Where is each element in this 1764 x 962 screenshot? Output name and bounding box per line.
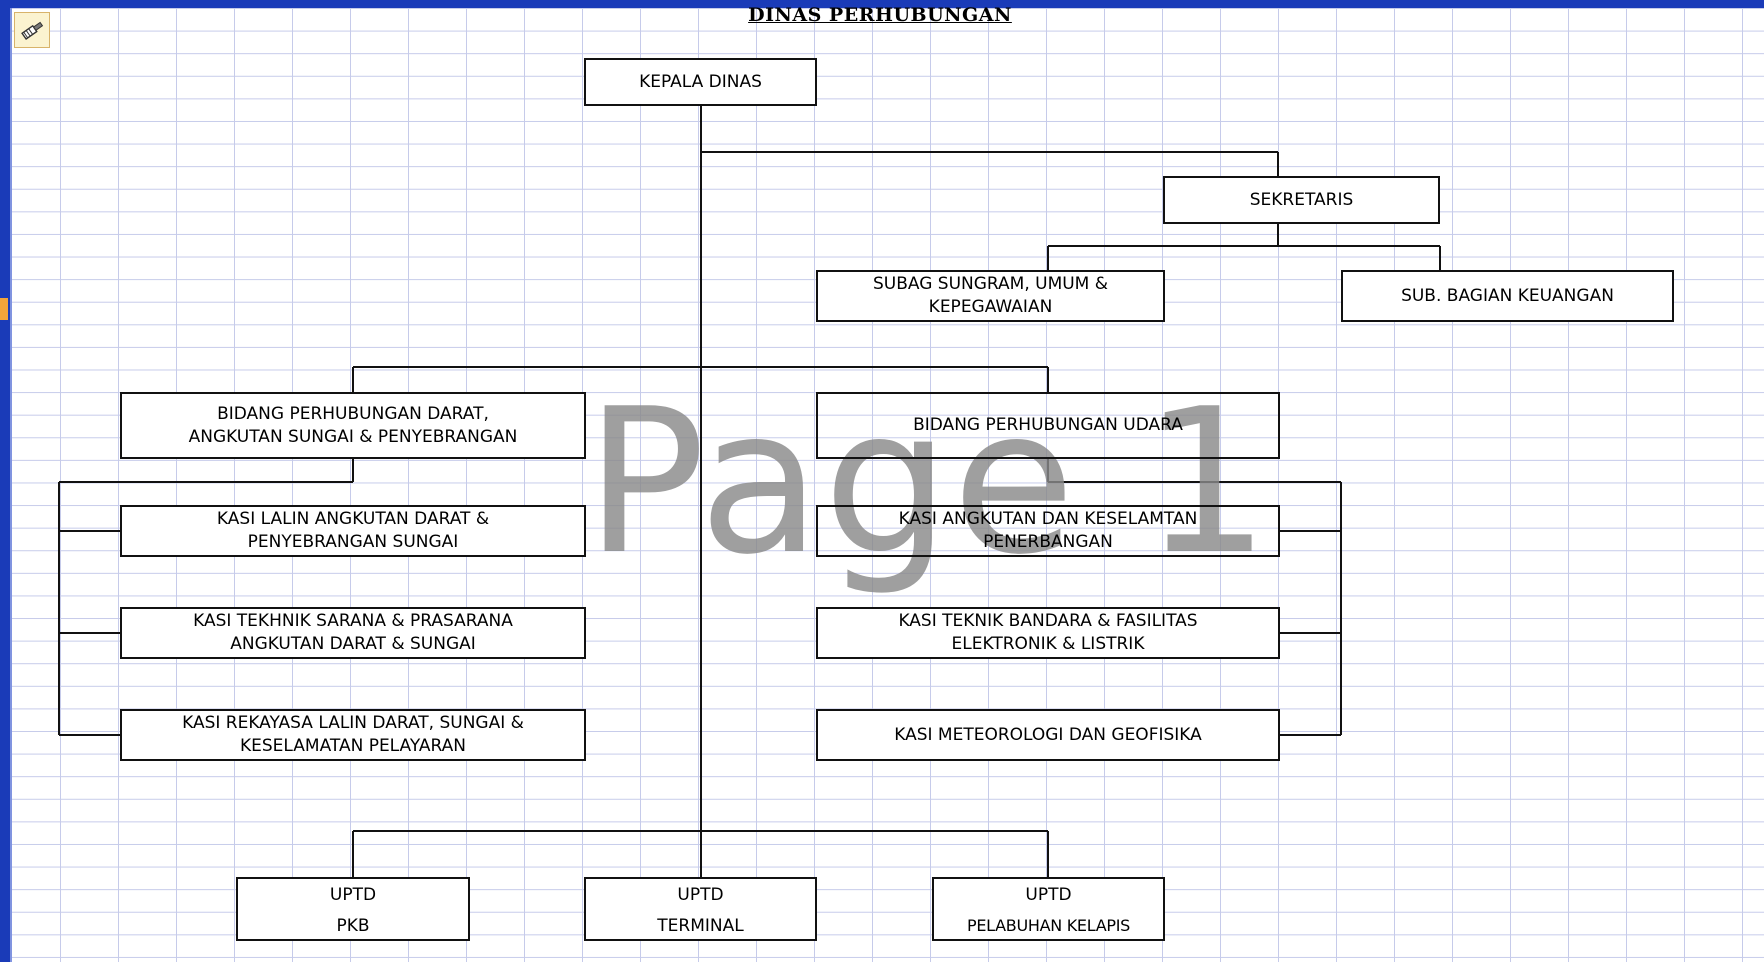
node-kasi-lalin[interactable]: KASI LALIN ANGKUTAN DARAT & PENYEBRANGAN… <box>120 505 586 557</box>
uptd-name: PKB <box>336 916 370 936</box>
node-bidang-udara[interactable]: BIDANG PERHUBUNGAN UDARA <box>816 392 1280 459</box>
node-kasi-rekayasa[interactable]: KASI REKAYASA LALIN DARAT, SUNGAI & KESE… <box>120 709 586 761</box>
uptd-name: TERMINAL <box>657 916 744 936</box>
node-kasi-teknik-bandara[interactable]: KASI TEKNIK BANDARA & FASILITAS ELEKTRON… <box>816 607 1280 659</box>
uptd-label: UPTD <box>1025 885 1072 905</box>
node-sekretaris[interactable]: SEKRETARIS <box>1163 176 1440 224</box>
row-marker <box>0 298 8 320</box>
node-uptd-pelabuhan[interactable]: UPTD PELABUHAN KELAPIS <box>932 877 1165 941</box>
node-kasi-tekhnik[interactable]: KASI TEKHNIK SARANA & PRASARANA ANGKUTAN… <box>120 607 586 659</box>
node-subag-umum[interactable]: SUBAG SUNGRAM, UMUM & KEPEGAWAIAN <box>816 270 1165 322</box>
paintbrush-icon[interactable] <box>14 12 50 48</box>
page-watermark: Page 1 <box>585 366 1272 599</box>
uptd-label: UPTD <box>677 885 724 905</box>
diagram-title: DINAS PERHUBUNGAN <box>748 4 1012 26</box>
uptd-label: UPTD <box>329 885 377 905</box>
window-frame-edge <box>10 8 12 962</box>
node-subag-keuangan[interactable]: SUB. BAGIAN KEUANGAN <box>1341 270 1674 322</box>
paintbrush-glyph <box>21 21 44 40</box>
window-frame-top <box>0 0 1764 8</box>
node-kasi-angkutan-udara[interactable]: KASI ANGKUTAN DAN KESELAMTAN PENERBANGAN <box>816 505 1280 557</box>
window-frame-left <box>0 0 10 962</box>
node-uptd-pkb[interactable]: UPTD PKB <box>236 877 470 941</box>
node-uptd-terminal[interactable]: UPTD TERMINAL <box>584 877 817 941</box>
node-kepala-dinas[interactable]: KEPALA DINAS <box>584 58 817 106</box>
node-kasi-meteorologi[interactable]: KASI METEOROLOGI DAN GEOFISIKA <box>816 709 1280 761</box>
uptd-name: PELABUHAN KELAPIS <box>967 916 1130 935</box>
node-bidang-darat[interactable]: BIDANG PERHUBUNGAN DARAT, ANGKUTAN SUNGA… <box>120 392 586 459</box>
